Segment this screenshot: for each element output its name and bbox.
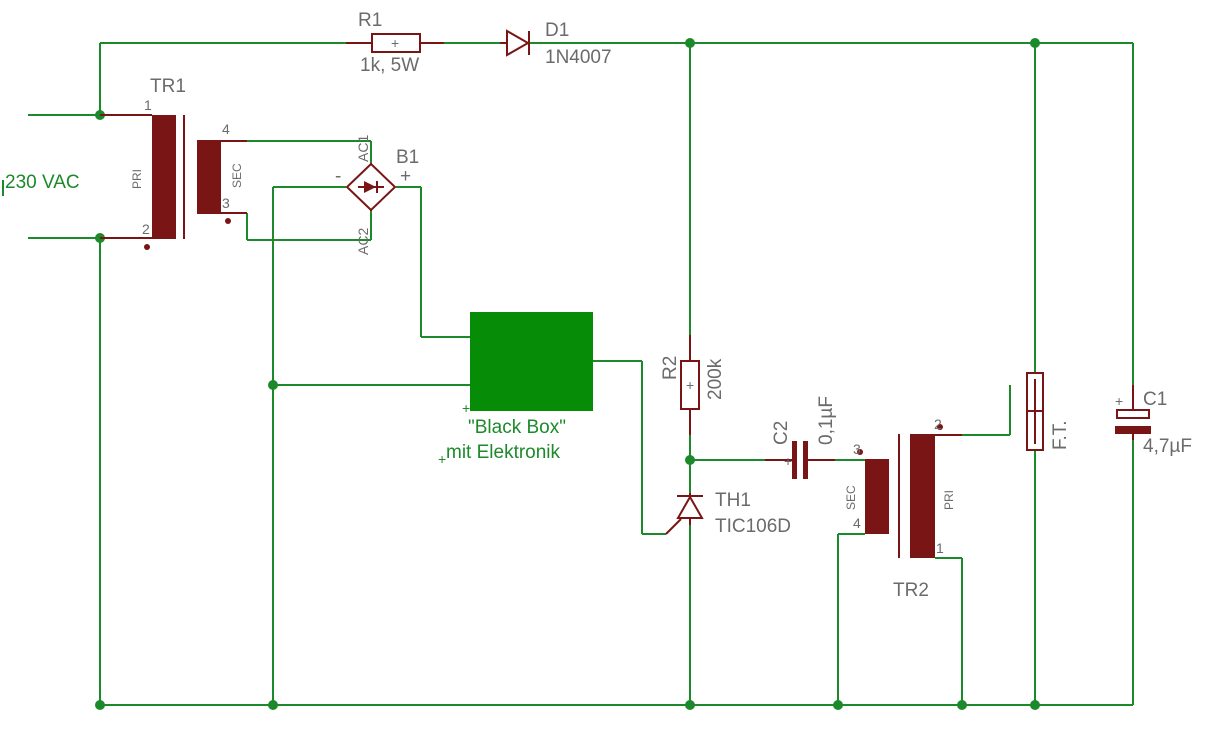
capacitor-c2[interactable]: + C2 0,1µF xyxy=(765,396,837,479)
d1-value: 1N4007 xyxy=(545,47,612,68)
source-label: 230 VAC xyxy=(5,172,80,193)
black-box-origin-mark: + xyxy=(438,451,446,467)
c2-plate xyxy=(792,441,797,479)
tr1-phase-dot xyxy=(144,244,150,250)
tr2-pin-1: 1 xyxy=(936,540,944,556)
tr2-name: TR2 xyxy=(893,580,929,601)
b1-name: B1 xyxy=(396,147,419,168)
junction-dot xyxy=(1030,700,1040,710)
d1-triangle xyxy=(506,29,531,57)
r1-plus-mark: + xyxy=(391,35,399,51)
tr2-primary-winding xyxy=(910,434,935,558)
c1-name: C1 xyxy=(1143,389,1167,410)
flash-tube-ft[interactable]: F.T. xyxy=(1026,372,1071,451)
tr1-pri-label: PRI xyxy=(130,169,144,189)
transformer-tr2[interactable]: 3 4 2 1 SEC PRI TR2 xyxy=(844,416,962,601)
c2-name: C2 xyxy=(771,421,792,445)
junction-dot xyxy=(95,700,105,710)
tr1-primary-winding xyxy=(152,115,176,239)
tr1-secondary-winding xyxy=(197,140,221,214)
c1-plate-negative xyxy=(1115,426,1151,434)
junction-dot xyxy=(685,455,695,465)
junction-dot xyxy=(685,700,695,710)
tr2-phase-dot xyxy=(937,424,943,430)
c1-plus-mark: + xyxy=(1115,393,1123,409)
capacitor-c1[interactable]: + C1 4,7µF xyxy=(1115,385,1192,457)
resistor-r1[interactable]: + R1 1k, 5W xyxy=(346,10,444,76)
junction-dot xyxy=(957,700,967,710)
tr1-name: TR1 xyxy=(150,76,186,97)
tr2-sec-label: SEC xyxy=(844,485,858,510)
b1-ac1: AC1 xyxy=(355,135,371,162)
transformer-tr1[interactable]: TR1 1 2 3 4 PRI SEC xyxy=(100,76,247,250)
tr1-pin-1: 1 xyxy=(144,97,152,113)
tr2-pin-4: 4 xyxy=(853,515,861,531)
junction-dot xyxy=(268,700,278,710)
r2-name: R2 xyxy=(660,356,681,380)
tr1-pin-4: 4 xyxy=(222,121,230,137)
th1-name: TH1 xyxy=(715,490,751,511)
th1-triangle xyxy=(676,494,704,519)
tr2-pin-2: 2 xyxy=(934,416,942,432)
c1-plate-positive xyxy=(1116,409,1150,419)
b1-ac2: AC2 xyxy=(355,228,371,255)
tr2-secondary-winding xyxy=(865,459,889,534)
ft-name: F.T. xyxy=(1050,420,1071,450)
tr1-pin-3: 3 xyxy=(222,195,230,211)
junction-dot xyxy=(685,38,695,48)
tr1-phase-dot xyxy=(225,218,231,224)
r1-name: R1 xyxy=(358,10,382,31)
tr2-pin-3: 3 xyxy=(853,441,861,457)
thyristor-th1[interactable]: TH1 TIC106D xyxy=(665,490,791,537)
c2-value: 0,1µF xyxy=(816,396,837,445)
b1-minus: - xyxy=(335,166,341,187)
tr2-phase-dot xyxy=(857,449,863,455)
th1-value: TIC106D xyxy=(715,516,791,537)
r2-value: 200k xyxy=(705,358,726,400)
black-box-module[interactable]: + + "Black Box" mit Elektronik xyxy=(438,312,593,467)
tr1-pin-2: 2 xyxy=(142,221,150,237)
bridge-rectifier-b1[interactable]: B1 + - AC1 AC2 xyxy=(335,135,419,255)
black-box-body xyxy=(470,312,593,411)
black-box-origin-mark: + xyxy=(462,400,470,416)
junction-dot xyxy=(268,380,278,390)
d1-name: D1 xyxy=(545,20,569,41)
black-box-label-2: mit Elektronik xyxy=(446,442,561,463)
tr1-sec-label: SEC xyxy=(230,163,244,188)
resistor-r2[interactable]: + R2 200k xyxy=(660,335,726,435)
diode-d1[interactable]: D1 1N4007 xyxy=(500,20,612,68)
r2-body xyxy=(680,360,700,410)
c2-plus-mark: + xyxy=(784,453,792,469)
black-box-label-1: "Black Box" xyxy=(468,417,566,438)
c1-value: 4,7µF xyxy=(1143,436,1192,457)
r2-plus-mark: + xyxy=(686,377,694,393)
c2-plate xyxy=(803,441,808,479)
r1-value: 1k, 5W xyxy=(360,55,419,76)
r1-body xyxy=(371,33,421,53)
b1-plus: + xyxy=(400,166,411,187)
junctions xyxy=(95,38,1040,710)
th1-gate xyxy=(665,518,682,535)
junction-dot xyxy=(833,700,843,710)
junction-dot xyxy=(1030,38,1040,48)
tr2-pri-label: PRI xyxy=(942,490,956,510)
